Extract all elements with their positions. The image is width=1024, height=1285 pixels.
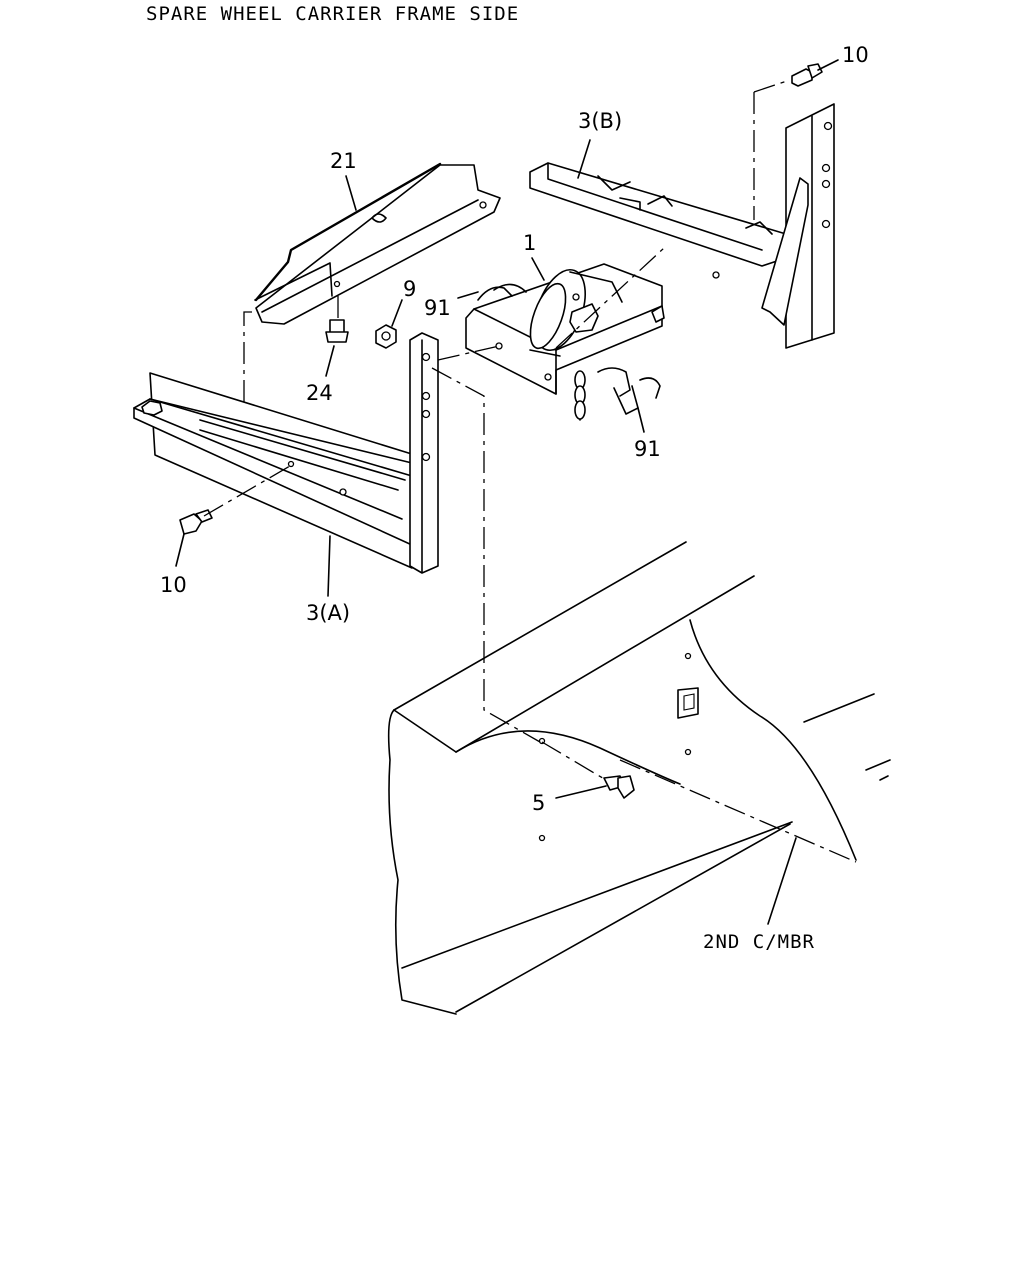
bolt-10-left (179, 509, 213, 535)
nut-9 (375, 324, 397, 349)
callout-3a: 3(A) (306, 601, 350, 625)
diagram-title: SPARE WHEEL CARRIER FRAME SIDE (146, 3, 520, 25)
bolt-5 (603, 775, 635, 799)
winch-1 (465, 263, 665, 421)
callout-3b: 3(B) (578, 109, 622, 133)
callout-10-top: 10 (842, 43, 869, 67)
callout-2nd-cross-member: 2ND C/MBR (703, 931, 815, 953)
callout-91-left: 91 (424, 296, 451, 320)
bracket-3b (529, 103, 835, 349)
assembly-lines (203, 79, 857, 863)
callout-9: 9 (403, 277, 416, 301)
bolt-24 (325, 319, 349, 343)
bracket-3a (133, 332, 439, 574)
leader-lines (175, 59, 839, 925)
callout-91-right: 91 (634, 437, 661, 461)
callout-24: 24 (306, 381, 333, 405)
plate-21 (254, 162, 501, 325)
bolt-10-top (791, 63, 823, 87)
callout-1: 1 (523, 231, 536, 255)
callout-21: 21 (330, 149, 357, 173)
callout-labels: 10 3(B) 21 1 91 9 24 91 10 3(A) 5 2ND C/… (160, 43, 869, 953)
callout-10-left: 10 (160, 573, 187, 597)
callout-5: 5 (532, 791, 545, 815)
